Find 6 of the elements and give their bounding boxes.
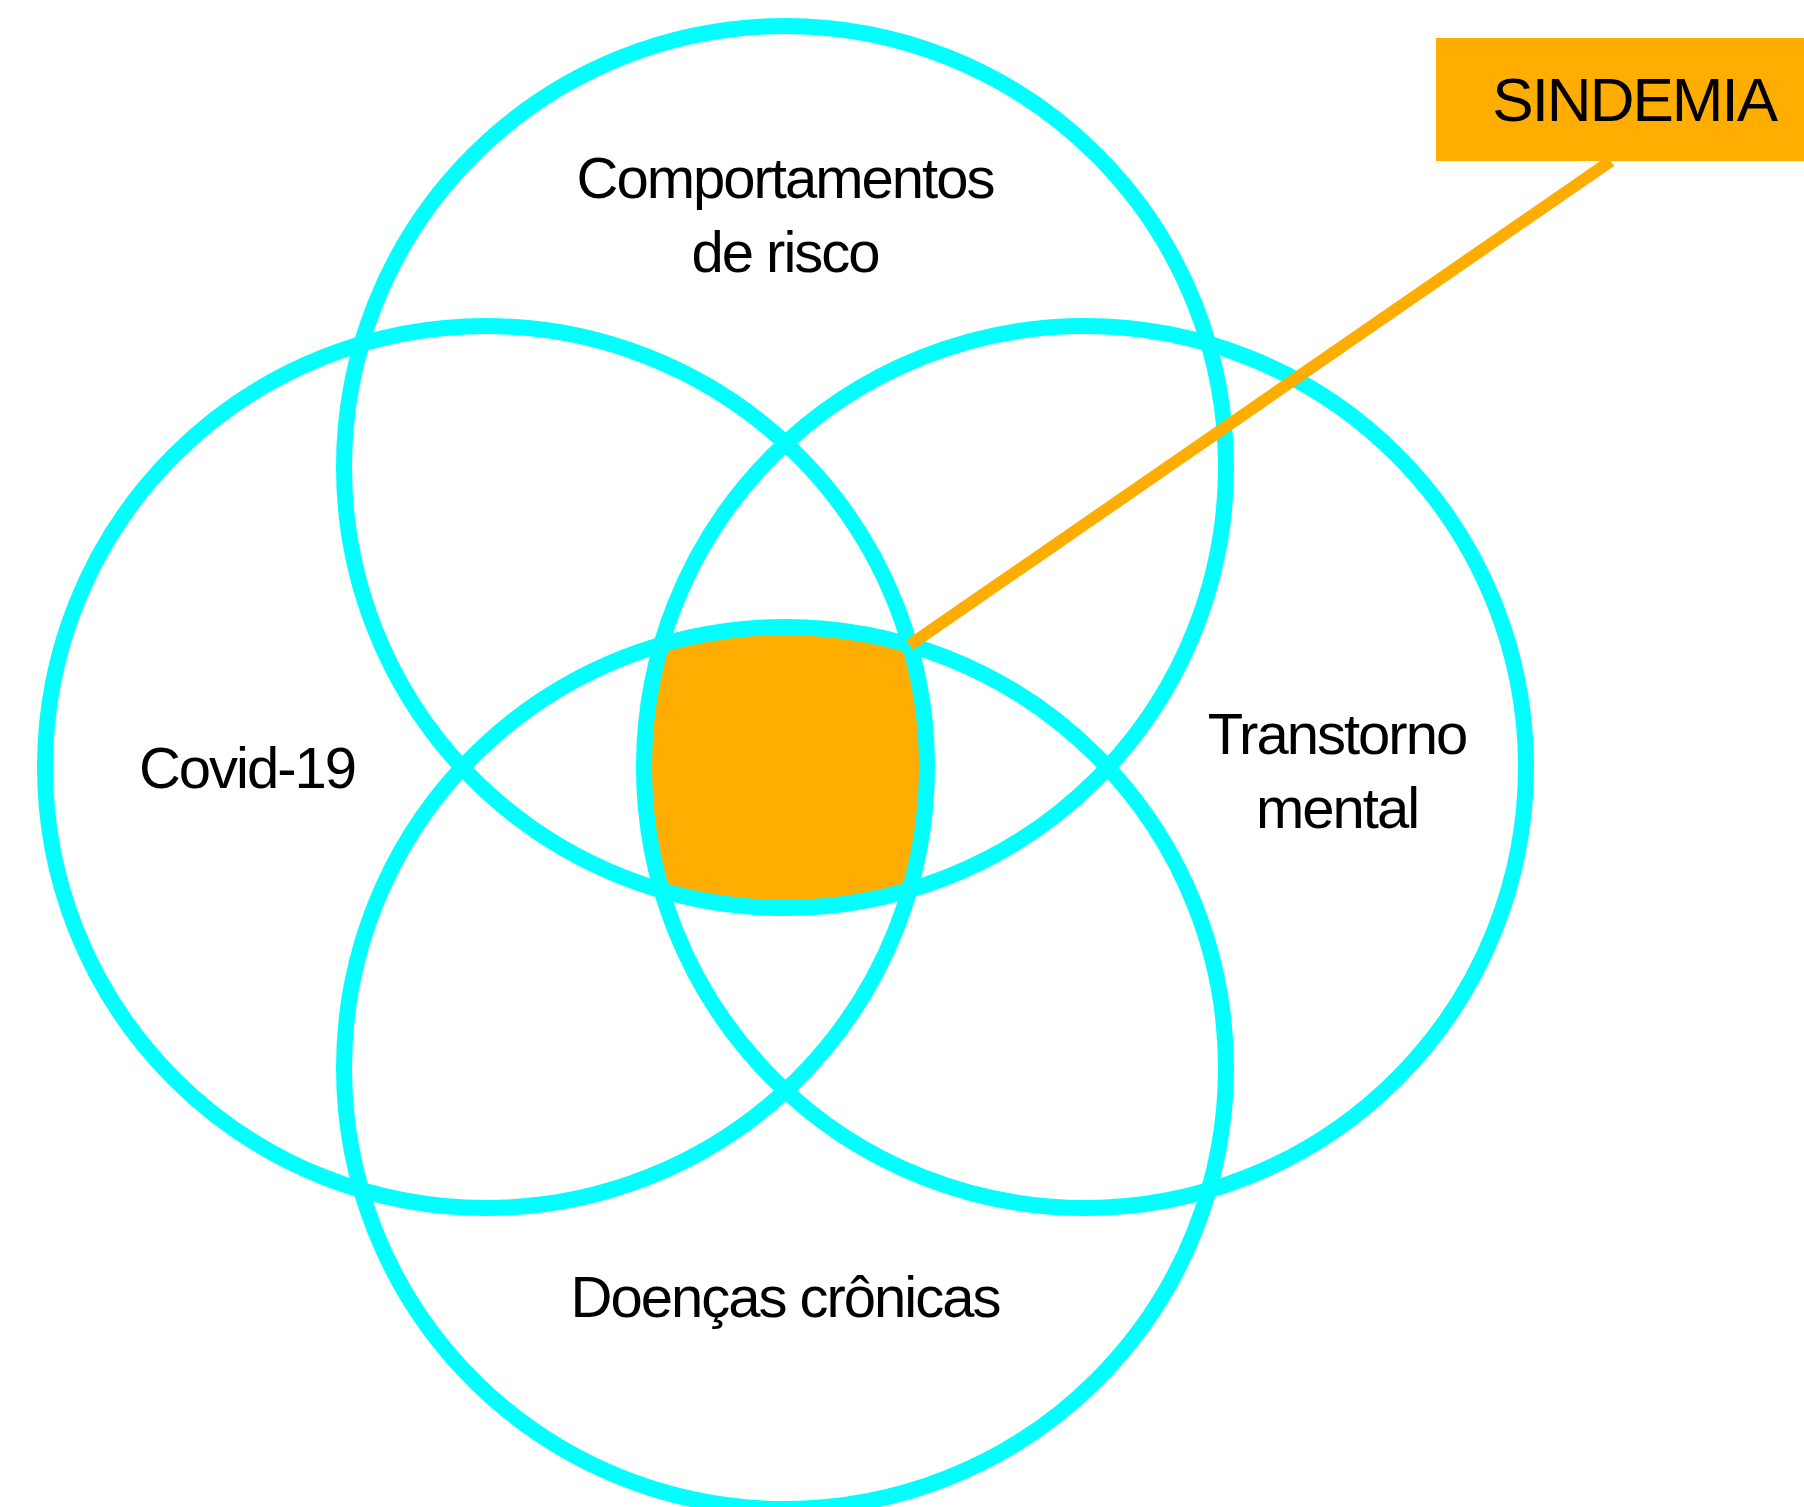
circle-label: Doenças crônicas (569, 1263, 1001, 1331)
circle-label: Transtorno mental (1206, 700, 1468, 842)
circle-label: Comportamentos de risco (575, 144, 995, 286)
label-box (1436, 38, 1804, 161)
circle-label: Covid-19 (137, 734, 357, 802)
box-title: SINDEMIA (1492, 68, 1776, 131)
